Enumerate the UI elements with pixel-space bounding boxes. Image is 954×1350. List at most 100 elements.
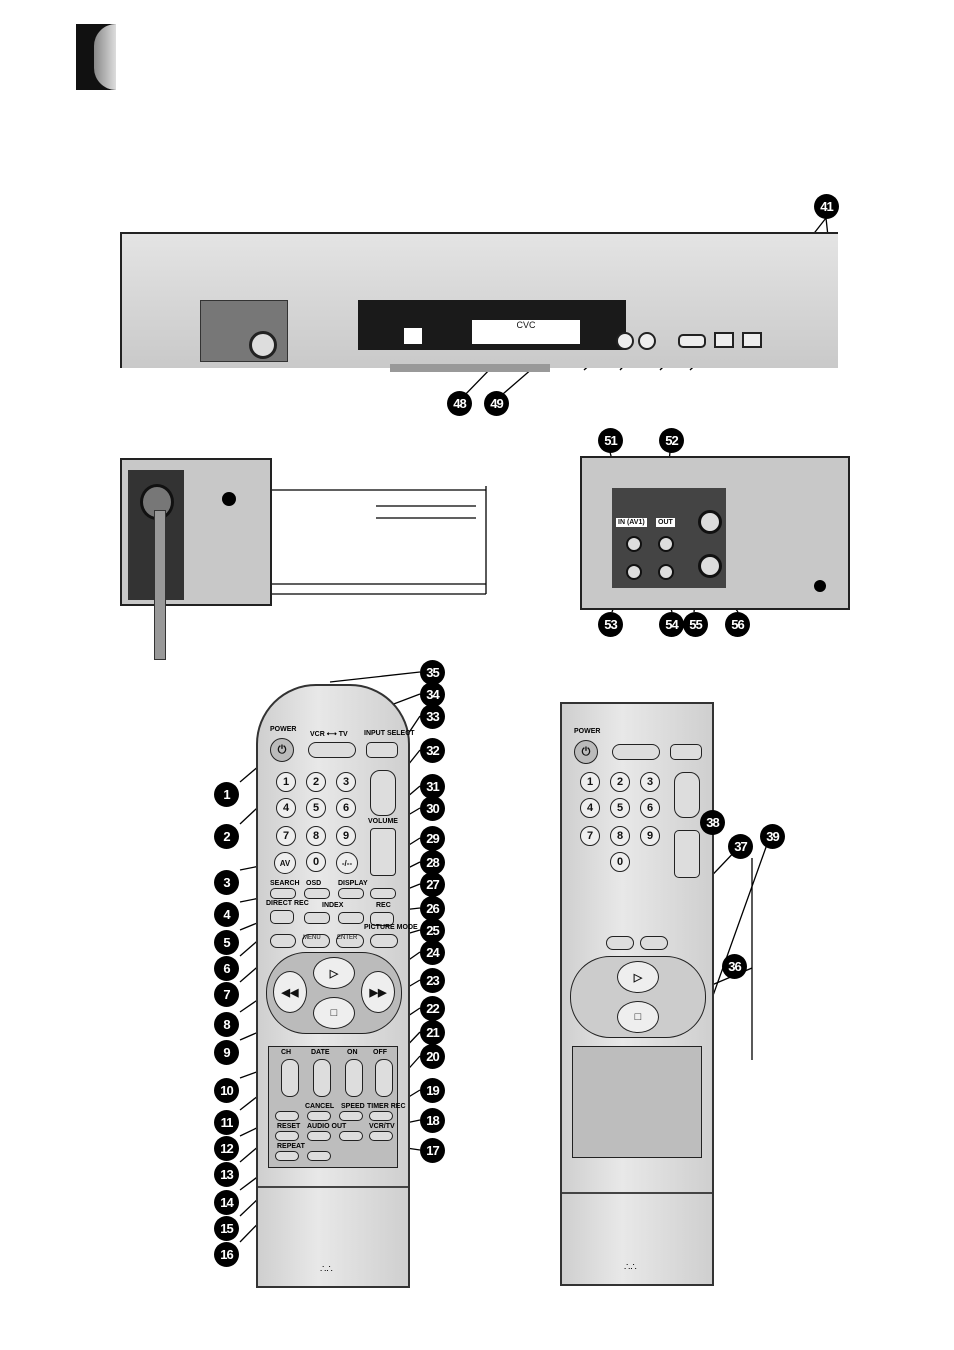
vcr-tv-button-2[interactable] <box>612 744 660 760</box>
av-button[interactable]: AV <box>274 852 296 874</box>
digit-8-button[interactable]: 8 <box>306 826 326 846</box>
digit-6-button-2[interactable]: 6 <box>640 798 660 818</box>
rf-out-jack[interactable] <box>698 554 722 578</box>
input-select-button-2[interactable] <box>670 744 702 760</box>
audio-out-button[interactable] <box>307 1131 331 1141</box>
digit-4-button-2[interactable]: 4 <box>580 798 600 818</box>
on-timer-button[interactable] <box>345 1059 363 1097</box>
front-button-1[interactable] <box>616 332 634 350</box>
rewind-remote-button[interactable]: ◀◀ <box>273 971 307 1013</box>
callout-20: 20 <box>420 1044 445 1069</box>
display-label: DISPLAY <box>338 880 368 887</box>
av-in-jack-1[interactable] <box>626 536 642 552</box>
rewind-button[interactable] <box>714 332 734 348</box>
digit-8-button-2[interactable]: 8 <box>610 826 630 846</box>
cancel-button[interactable] <box>307 1111 331 1121</box>
input-select-button[interactable] <box>366 742 398 758</box>
digit-1-button-2[interactable]: 1 <box>580 772 600 792</box>
enter-button[interactable]: ENTER <box>336 934 364 948</box>
blank-button[interactable] <box>370 888 396 899</box>
callout-24: 24 <box>420 940 445 965</box>
digit-9-button-2[interactable]: 9 <box>640 826 660 846</box>
menu-button-2[interactable] <box>606 936 634 950</box>
av-out-jack-1[interactable] <box>658 536 674 552</box>
blank-button-2[interactable] <box>339 1131 363 1141</box>
rear-panel-left <box>120 458 272 606</box>
callout-31: 31 <box>420 774 445 799</box>
callout-51: 51 <box>598 428 623 453</box>
stop-button[interactable]: □ <box>313 997 355 1029</box>
display-button[interactable] <box>338 888 364 899</box>
rf-in-jack[interactable] <box>698 510 722 534</box>
search-button[interactable] <box>270 888 296 899</box>
digit-9-button[interactable]: 9 <box>336 826 356 846</box>
volume-button-2[interactable] <box>674 830 700 878</box>
av-out-jack-2[interactable] <box>658 564 674 580</box>
date-timer-button[interactable] <box>313 1059 331 1097</box>
volume-button[interactable] <box>370 828 396 876</box>
callout-33: 33 <box>420 704 445 729</box>
off-label: OFF <box>373 1049 387 1056</box>
index-next-button[interactable] <box>338 912 364 924</box>
av-in-jack-2[interactable] <box>626 564 642 580</box>
vcr-tv-button[interactable] <box>308 742 356 758</box>
digit-7-button[interactable]: 7 <box>276 826 296 846</box>
digit-3-button[interactable]: 3 <box>336 772 356 792</box>
power-button[interactable]: ⏻ <box>270 738 294 762</box>
slow-button[interactable] <box>270 934 296 948</box>
digit-2-button-2[interactable]: 2 <box>610 772 630 792</box>
digit-4-button[interactable]: 4 <box>276 798 296 818</box>
play-button-2[interactable]: ▷ <box>617 961 659 993</box>
direct-rec-button[interactable] <box>270 910 294 924</box>
digit-5-button-2[interactable]: 5 <box>610 798 630 818</box>
index-prev-button[interactable] <box>304 912 330 924</box>
dash-button[interactable]: -/-- <box>336 852 358 874</box>
digit-0-button[interactable]: 0 <box>306 852 326 872</box>
display-window: CVC <box>358 300 626 350</box>
blank-button-3[interactable] <box>307 1151 331 1161</box>
timer-panel-2 <box>572 1046 702 1158</box>
digit-5-button[interactable]: 5 <box>306 798 326 818</box>
off-timer-button[interactable] <box>375 1059 393 1097</box>
digit-1-button[interactable]: 1 <box>276 772 296 792</box>
fast-forward-button[interactable] <box>742 332 762 348</box>
fl-display: CVC <box>472 320 580 344</box>
enter-button-2[interactable] <box>640 936 668 950</box>
rec-button[interactable] <box>370 912 394 926</box>
front-jack[interactable] <box>249 331 277 359</box>
menu-button[interactable]: MENU <box>302 934 330 948</box>
stop-button-2[interactable]: □ <box>617 1001 659 1033</box>
enter-label: ENTER <box>337 935 358 941</box>
power-button-2[interactable]: ⏻ <box>574 740 598 764</box>
digit-0-button-2[interactable]: 0 <box>610 852 630 872</box>
vcr-tv-2-button[interactable] <box>369 1131 393 1141</box>
ch-timer-button[interactable] <box>281 1059 299 1097</box>
repeat-button[interactable] <box>275 1151 299 1161</box>
digit-6-button[interactable]: 6 <box>336 798 356 818</box>
remote-control-open: POWER ⏻ VCR ⟷ TV INPUT SELECT 1 2 3 4 5 … <box>256 684 418 1288</box>
picture-mode-button[interactable] <box>370 934 398 948</box>
front-button-2[interactable] <box>638 332 656 350</box>
front-button-3[interactable] <box>678 334 706 348</box>
callout-21: 21 <box>420 1020 445 1045</box>
osd-button[interactable] <box>304 888 330 899</box>
callout-6: 6 <box>214 956 239 981</box>
channel-up-down-button[interactable] <box>370 770 396 816</box>
program-button[interactable] <box>275 1111 299 1121</box>
callout-39: 39 <box>760 824 785 849</box>
channel-button-2[interactable] <box>674 772 700 818</box>
callout-4: 4 <box>214 902 239 927</box>
callout-37: 37 <box>728 834 753 859</box>
digit-3-button-2[interactable]: 3 <box>640 772 660 792</box>
callout-30: 30 <box>420 796 445 821</box>
play-button[interactable]: ▷ <box>313 957 355 989</box>
timer-rec-button[interactable] <box>369 1111 393 1121</box>
callout-15: 15 <box>214 1216 239 1241</box>
reset-button[interactable] <box>275 1131 299 1141</box>
fast-forward-remote-button[interactable]: ▶▶ <box>361 971 395 1013</box>
digit-2-button[interactable]: 2 <box>306 772 326 792</box>
digit-7-button-2[interactable]: 7 <box>580 826 600 846</box>
screw <box>814 580 826 592</box>
speed-button[interactable] <box>339 1111 363 1121</box>
callout-17: 17 <box>420 1138 445 1163</box>
